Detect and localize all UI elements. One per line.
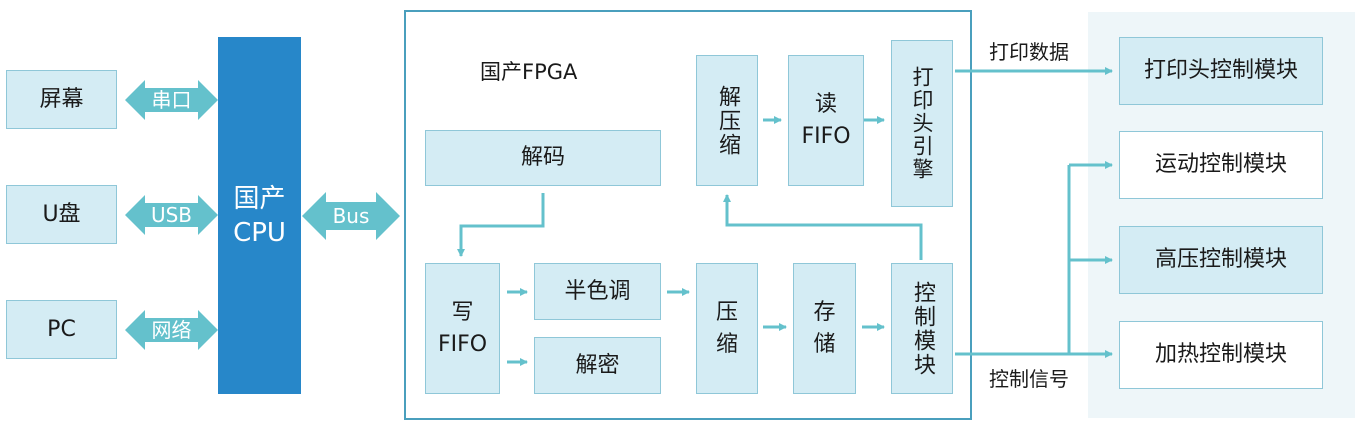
printhead-engine-box: 打印头引擎 — [891, 40, 953, 207]
bus-label: Bus — [332, 204, 370, 228]
decompress-box: 解压缩 — [696, 55, 758, 186]
udisk-box: U盘 — [6, 185, 117, 244]
control-module-box: 控制模块 — [891, 263, 953, 394]
high-voltage-control-module-box: 高压控制模块 — [1119, 226, 1323, 294]
write-fifo-box: 写 FIFO — [425, 263, 500, 394]
compress-box: 压 缩 — [696, 263, 758, 394]
heating-control-module-box: 加热控制模块 — [1119, 321, 1323, 389]
bus-link-arrow — [302, 192, 400, 240]
storage-box: 存 储 — [793, 263, 856, 394]
decrypt-box: 解密 — [534, 337, 661, 394]
halftone-box: 半色调 — [534, 263, 661, 320]
print-data-label: 打印数据 — [989, 40, 1069, 64]
serial-link-arrow — [125, 80, 218, 120]
control-signal-label: 控制信号 — [989, 367, 1069, 391]
decode-to-write-fifo-arrow — [457, 193, 545, 257]
read-fifo-box: 读 FIFO — [788, 55, 864, 186]
fpga-title: 国产FPGA — [480, 60, 578, 84]
network-link-arrow — [125, 310, 218, 350]
pc-box: PC — [6, 300, 117, 359]
usb-link-arrow — [125, 195, 218, 235]
motion-control-module-box: 运动控制模块 — [1119, 131, 1323, 199]
decode-box: 解码 — [425, 130, 661, 186]
cpu-block: 国产 CPU — [218, 37, 301, 394]
control-to-decompress-arrow — [723, 194, 923, 260]
network-label: 网络 — [151, 318, 192, 342]
serial-label: 串口 — [151, 88, 192, 112]
usb-label: USB — [150, 203, 193, 227]
screen-box: 屏幕 — [6, 70, 117, 129]
printhead-control-module-box: 打印头控制模块 — [1119, 37, 1323, 105]
